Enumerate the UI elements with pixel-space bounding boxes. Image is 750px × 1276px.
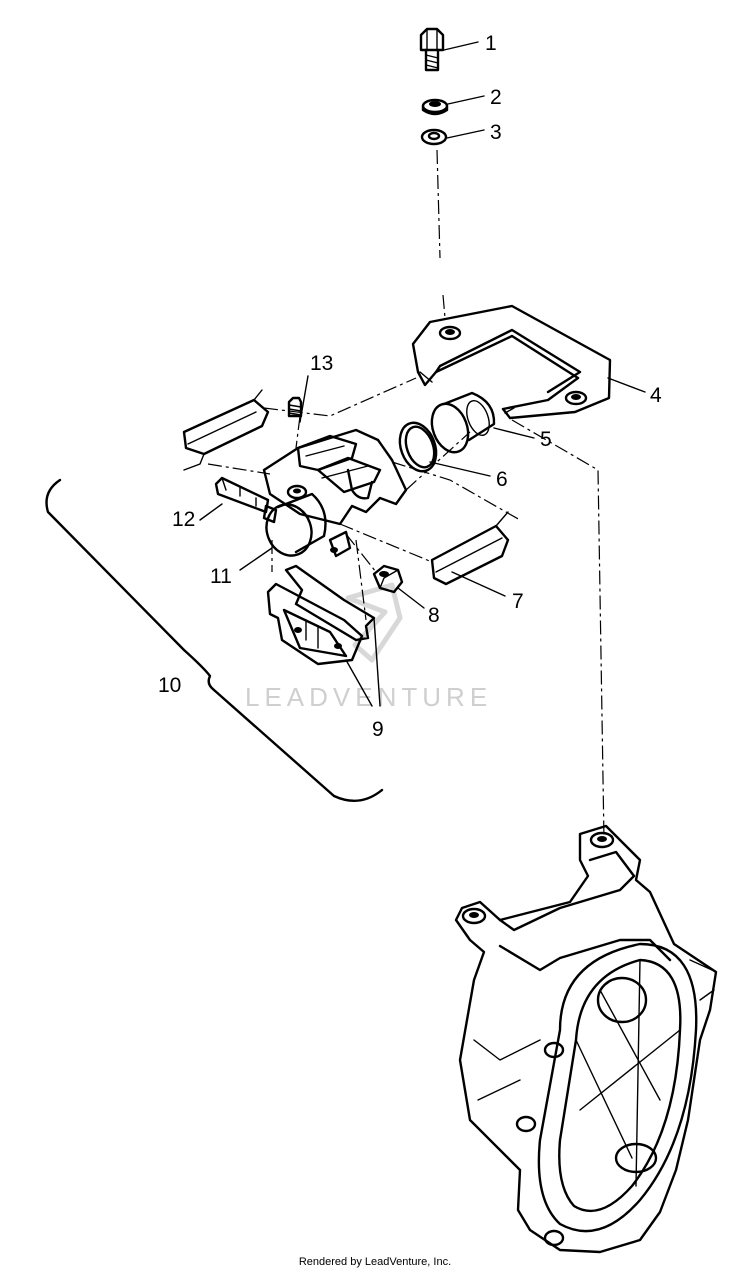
callout-10: 10 — [158, 674, 181, 697]
callout-6: 6 — [496, 468, 508, 491]
callout-labels: 1 2 3 4 5 6 7 8 9 10 11 12 13 — [158, 32, 662, 741]
callout-4: 4 — [650, 384, 662, 407]
chaincase-housing — [454, 824, 718, 1254]
callout-12: 12 — [172, 508, 195, 531]
caliper-body — [214, 428, 408, 558]
callout-13: 13 — [310, 352, 333, 375]
callout-5: 5 — [540, 428, 552, 451]
callout-2: 2 — [490, 86, 502, 109]
part-6-o-ring — [398, 421, 438, 473]
part-5-piston — [430, 391, 496, 454]
part-10-brace — [45, 478, 384, 802]
callout-9: 9 — [372, 718, 384, 741]
callout-11: 11 — [210, 565, 232, 588]
part-2-lock-washer — [421, 98, 449, 116]
part-9-brake-pads — [266, 564, 376, 666]
part-3-washer — [420, 128, 448, 146]
callout-3: 3 — [490, 121, 502, 144]
part-7-pad-shim-lower — [430, 511, 510, 586]
callout-7: 7 — [512, 590, 524, 613]
callout-1: 1 — [485, 32, 497, 55]
part-13-bleeder-screw — [287, 396, 303, 418]
assembly-lines — [207, 377, 605, 841]
part-7-pad-shim-upper — [182, 389, 270, 471]
footer-credit: Rendered by LeadVenture, Inc. — [298, 1256, 452, 1268]
watermark-text: LEADVENTURE — [245, 682, 492, 712]
part-4-mounting-bracket — [411, 304, 612, 420]
part-1-bolt — [419, 27, 445, 72]
part-8-nut — [372, 564, 404, 594]
callout-8: 8 — [428, 604, 440, 627]
leader-lines — [199, 41, 646, 707]
watermark: LEADVENTURE — [245, 582, 492, 712]
bolt-centerline — [436, 149, 446, 319]
